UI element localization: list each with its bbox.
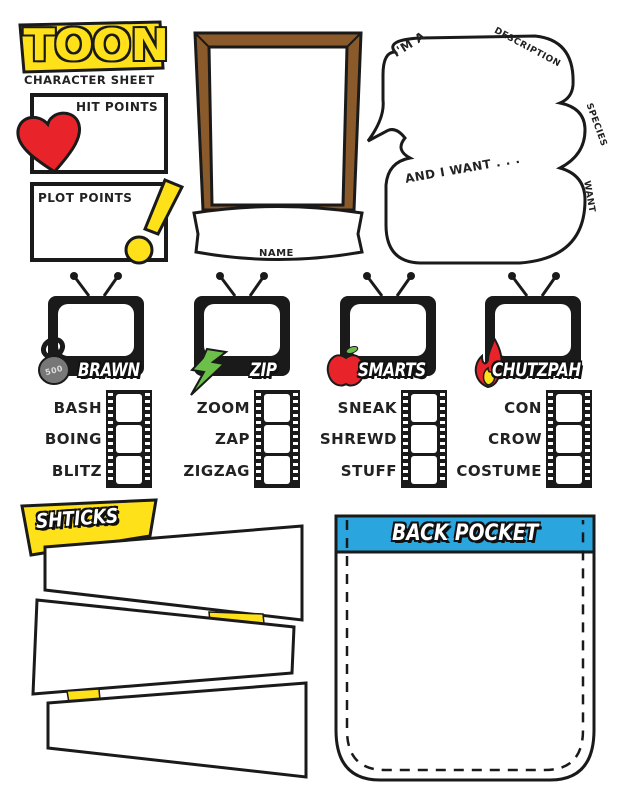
skill-label: BASH (53, 399, 102, 417)
description-input[interactable] (395, 72, 569, 102)
shtick-slot-2[interactable] (45, 620, 289, 674)
smarts-value-input[interactable] (352, 306, 428, 356)
shticks-banner (20, 498, 158, 557)
skill-input-sneak[interactable] (412, 395, 440, 423)
plot-points-label: PLOT POINTS (38, 191, 133, 205)
skill-label: STUFF (340, 462, 397, 480)
hit-points-input[interactable] (82, 120, 166, 170)
skill-input-zigzag[interactable] (265, 457, 293, 485)
skill-input-stuff[interactable] (412, 457, 440, 485)
shtick-slot-3[interactable] (58, 705, 302, 754)
skill-label: CON (504, 399, 542, 417)
skill-label: ZIGZAG (183, 462, 250, 480)
skill-input-bash[interactable] (117, 395, 145, 423)
skill-input-boing[interactable] (117, 426, 145, 454)
want-input[interactable] (398, 195, 580, 257)
skill-label: BOING (44, 430, 102, 448)
toon-logo (18, 20, 165, 74)
skill-label: CROW (488, 430, 542, 448)
skill-input-costume[interactable] (557, 457, 585, 485)
brawn-value-input[interactable] (60, 306, 136, 356)
skill-label: SHREWD (319, 430, 397, 448)
skill-label: BLITZ (51, 462, 102, 480)
name-label: NAME (259, 248, 294, 259)
skill-label: ZAP (215, 430, 250, 448)
back-pocket-area[interactable] (355, 560, 579, 764)
character-sheet-subtitle: CHARACTER SHEET (24, 73, 155, 87)
flame-icon (474, 334, 503, 389)
toon-title: TOON (23, 20, 170, 71)
skill-input-zap[interactable] (265, 426, 293, 454)
portrait-area[interactable] (212, 50, 346, 202)
skill-input-crow[interactable] (557, 426, 585, 454)
attribute-title-smarts: SMARTS (358, 359, 426, 381)
back-pocket-title: BACK POCKET (392, 521, 539, 546)
skill-input-blitz[interactable] (117, 457, 145, 485)
species-input[interactable] (400, 108, 574, 152)
attribute-title-brawn: BRAWN (78, 359, 140, 381)
skill-label: SNEAK (337, 399, 397, 417)
name-input[interactable] (205, 216, 359, 246)
plot-points-input[interactable] (40, 210, 134, 258)
skill-input-con[interactable] (557, 395, 585, 423)
skill-label: ZOOM (196, 399, 250, 417)
zip-value-input[interactable] (206, 306, 282, 356)
attribute-title-chutzpah: CHUTZPAH (492, 359, 581, 381)
chutzpah-value-input[interactable] (497, 306, 573, 356)
skill-input-zoom[interactable] (265, 395, 293, 423)
hit-points-label: HIT POINTS (76, 100, 159, 114)
skill-label: COSTUME (456, 462, 542, 480)
attribute-title-zip: ZIP (250, 359, 277, 381)
shtick-slot-1[interactable] (55, 545, 299, 594)
film-sprockets (108, 393, 590, 480)
skill-input-shrewd[interactable] (412, 426, 440, 454)
heart-icon (16, 111, 81, 174)
